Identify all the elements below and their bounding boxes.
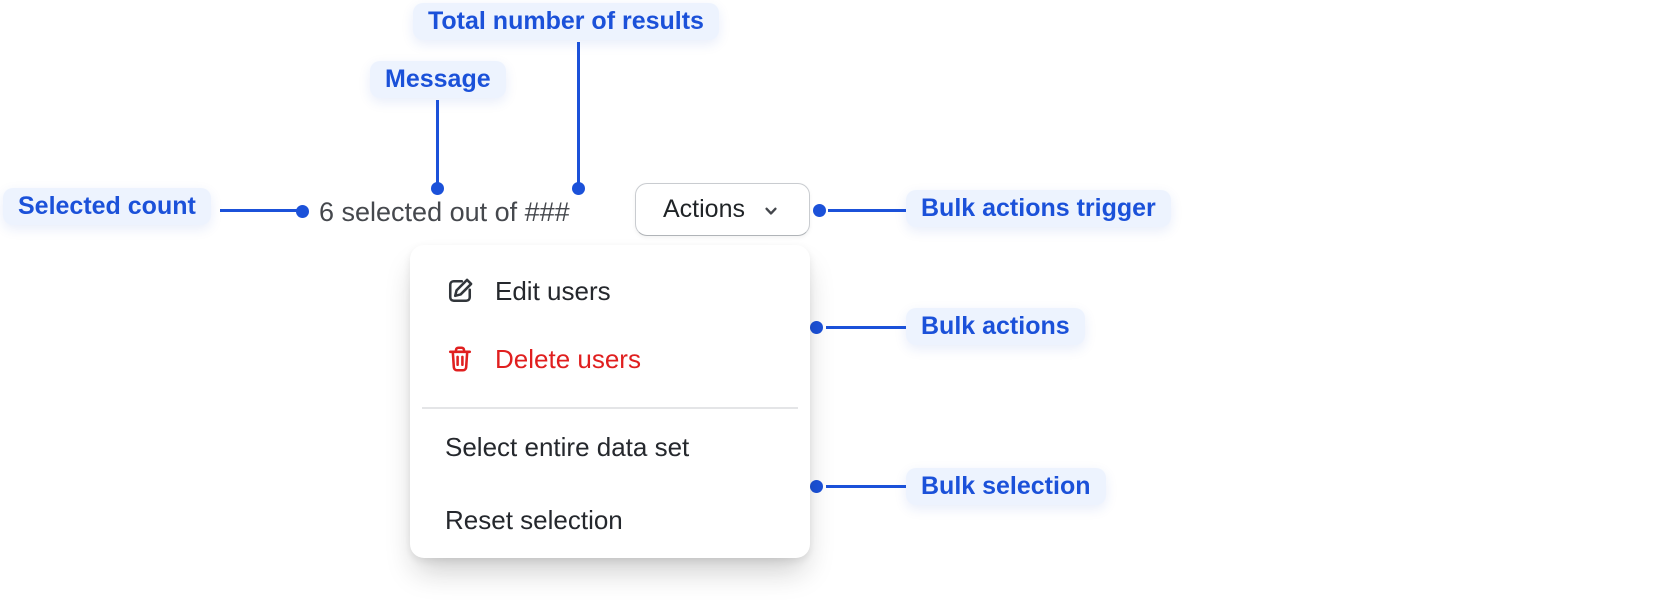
actions-button-label: Actions [663,195,745,223]
connector-dot-bulk-actions [810,321,823,334]
menu-item-edit-users[interactable]: Edit users [445,263,790,319]
menu-item-label: Select entire data set [445,431,690,462]
menu-item-reset-selection[interactable]: Reset selection [445,492,790,548]
menu-item-label: Reset selection [445,504,623,535]
connector-dot-bulk-actions-trigger [813,204,826,217]
menu-item-label: Delete users [495,343,641,374]
menu-divider [422,407,798,409]
connector-line-selected-count [220,209,298,212]
connector-line-bulk-actions [826,326,906,329]
menu-item-delete-users[interactable]: Delete users [445,331,790,387]
connector-line-message [436,100,439,183]
annotation-message: Message [370,61,506,98]
annotation-bulk-actions-trigger: Bulk actions trigger [906,190,1171,227]
bulk-actions-menu: Edit users Delete users Select entire da… [410,245,810,558]
annotation-bulk-selection: Bulk selection [906,468,1106,505]
connector-dot-message [431,182,444,195]
connector-dot-bulk-selection [810,480,823,493]
menu-item-label: Edit users [495,275,611,306]
annotation-total-results: Total number of results [413,3,719,40]
chevron-down-icon [760,200,782,222]
menu-item-select-entire-data-set[interactable]: Select entire data set [445,419,790,475]
connector-line-total-results [577,42,580,183]
bulk-actions-trigger-button[interactable]: Actions [635,183,810,236]
selected-count-message: 6 selected out of ### [319,197,570,227]
trash-icon [445,344,475,374]
connector-dot-selected-count [296,205,309,218]
annotation-selected-count: Selected count [3,188,211,225]
connector-line-bulk-selection [826,485,906,488]
connector-dot-total-results [572,182,585,195]
connector-line-bulk-actions-trigger [828,209,906,212]
edit-icon [445,276,475,306]
annotation-bulk-actions: Bulk actions [906,308,1085,345]
